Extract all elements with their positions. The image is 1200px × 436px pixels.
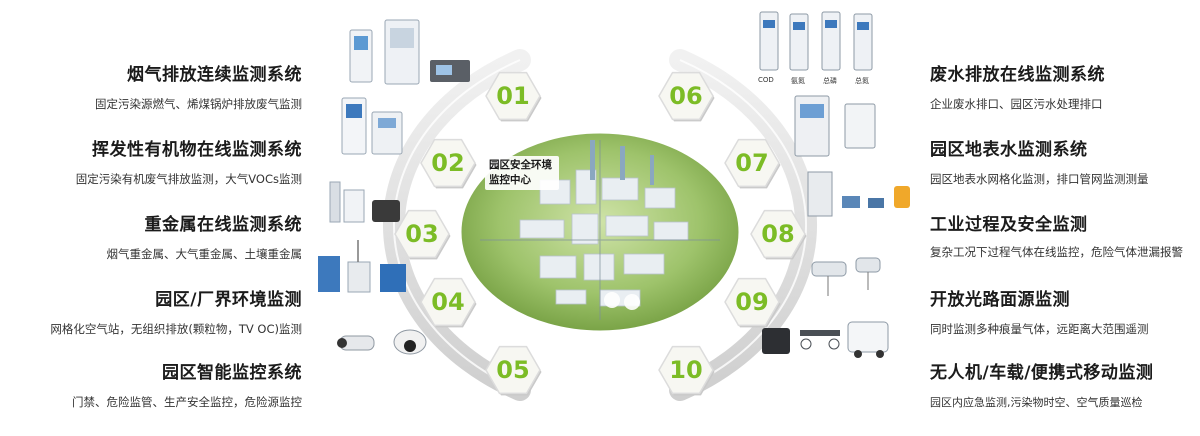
number-hexagon-03: 03 — [394, 209, 451, 260]
hexagon-shape — [724, 277, 780, 327]
device-label-nitrogen: 总氮 — [855, 77, 869, 85]
hexagon-shape — [485, 345, 541, 395]
system-desc: 门禁、危险监管、生产安全监控，危险源监控 — [72, 395, 302, 409]
system-desc: 同时监测多种痕量气体，远距离大范围遥测 — [930, 322, 1149, 336]
system-item-02: 挥发性有机物在线监测系统 固定污染有机废气排放监测，大气VOCs监测 — [2, 135, 302, 187]
system-title: 园区智能监控系统 — [162, 363, 302, 383]
number-hexagon-02: 02 — [420, 138, 477, 189]
hexagon-number: 09 — [735, 288, 768, 316]
number-hexagon-07: 07 — [724, 138, 781, 189]
hexagon-shape — [658, 345, 714, 395]
system-item-01: 烟气排放连续监测系统 固定污染源燃气、烯煤锅炉排放废气监测 — [2, 60, 302, 112]
system-desc: 企业废水排口、园区污水处理排口 — [930, 97, 1103, 111]
hexagon-number: 01 — [496, 82, 529, 110]
system-desc: 园区地表水网格化监测，排口管网监测测量 — [930, 172, 1149, 186]
hexagon-number: 05 — [496, 356, 529, 384]
hexagon-shape — [485, 71, 541, 121]
hexagon-number: 03 — [405, 220, 438, 248]
number-hexagon-08: 08 — [750, 209, 807, 260]
number-hexagon-04: 04 — [420, 277, 477, 328]
hexagon-shape — [394, 209, 450, 259]
hexagon-shape — [658, 71, 714, 121]
hexagon-shape — [420, 138, 476, 188]
system-item-08: 工业过程及安全监测 复杂工况下过程气体在线监控，危险气体泄漏报警 — [930, 210, 1198, 260]
hexagon-number: 06 — [669, 82, 702, 110]
system-item-03: 重金属在线监测系统 烟气重金属、大气重金属、土壤重金属 — [2, 210, 303, 262]
system-title: 工业过程及安全监测 — [930, 215, 1088, 235]
system-title: 无人机/车载/便携式移动监测 — [930, 363, 1154, 383]
hexagon-number: 02 — [431, 149, 464, 177]
hexagon-shape — [420, 277, 476, 327]
system-title: 园区地表水监测系统 — [930, 140, 1088, 160]
process-gas-analyzer-icon — [807, 171, 910, 217]
system-title: 重金属在线监测系统 — [144, 215, 302, 235]
system-desc: 烟气重金属、大气重金属、土壤重金属 — [106, 247, 303, 261]
park-buildings — [519, 169, 689, 307]
hexagon-number: 08 — [761, 220, 794, 248]
system-desc: 复杂工况下过程气体在线监控，危险气体泄漏报警 — [930, 245, 1183, 259]
device-label-cod: COD — [758, 76, 774, 84]
hexagon-number: 04 — [431, 288, 464, 316]
air-station-icon — [318, 240, 406, 293]
open-path-sensor-icon — [811, 257, 881, 296]
camera-icon — [337, 329, 427, 355]
surface-water-station-icon — [794, 95, 876, 157]
system-desc: 网格化空气站，无组织排放(颗粒物，TV OC)监测 — [50, 322, 302, 336]
system-desc: 园区内应急监测,污染物时空、空气质量巡检 — [930, 396, 1143, 409]
hexagon-shape — [724, 138, 780, 188]
cems-cabinet-icon — [349, 19, 470, 85]
number-hexagon-09: 09 — [724, 277, 781, 328]
device-label-ammonia: 氨氮 — [791, 77, 805, 85]
number-hexagon-05: 05 — [485, 345, 542, 396]
number-hexagon-01: 01 — [485, 71, 542, 122]
system-title: 烟气排放连续监测系统 — [127, 65, 302, 85]
system-title: 挥发性有机物在线监测系统 — [92, 140, 302, 160]
system-desc: 固定污染有机废气排放监测，大气VOCs监测 — [75, 172, 302, 186]
voc-analyzer-icon — [341, 97, 403, 155]
system-item-07: 园区地表水监测系统 园区地表水网格化监测，排口管网监测测量 — [930, 135, 1198, 187]
hexagon-number: 10 — [669, 356, 702, 384]
system-desc: 固定污染源燃气、烯煤锅炉排放废气监测 — [95, 97, 302, 111]
hexagon-shape — [750, 209, 806, 259]
hexagon-number: 07 — [735, 149, 768, 177]
system-title: 开放光路面源监测 — [930, 290, 1070, 310]
system-item-06: 废水排放在线监测系统 企业废水排口、园区污水处理排口 — [930, 60, 1198, 112]
system-item-10: 无人机/车载/便携式移动监测 园区内应急监测,污染物时空、空气质量巡检 — [930, 358, 1198, 410]
device-label-phosphorus: 总磷 — [823, 77, 837, 85]
system-item-05: 园区智能监控系统 门禁、危险监管、生产安全监控，危险源监控 — [2, 358, 302, 410]
hub-label: 园区安全环境监控中心 — [485, 156, 559, 190]
system-item-04: 园区/厂界环境监测 网格化空气站，无组织排放(颗粒物，TV OC)监测 — [2, 285, 302, 337]
system-title: 园区/厂界环境监测 — [155, 290, 302, 310]
system-item-09: 开放光路面源监测 同时监测多种痕量气体，远距离大范围遥测 — [930, 285, 1198, 337]
system-title: 废水排放在线监测系统 — [930, 65, 1105, 85]
number-hexagon-06: 06 — [658, 71, 715, 122]
heavy-metal-analyzer-icon — [329, 181, 400, 223]
water-analyzer-icon — [759, 11, 873, 71]
mobile-monitoring-icon — [762, 321, 889, 358]
number-hexagon-10: 10 — [658, 345, 715, 396]
